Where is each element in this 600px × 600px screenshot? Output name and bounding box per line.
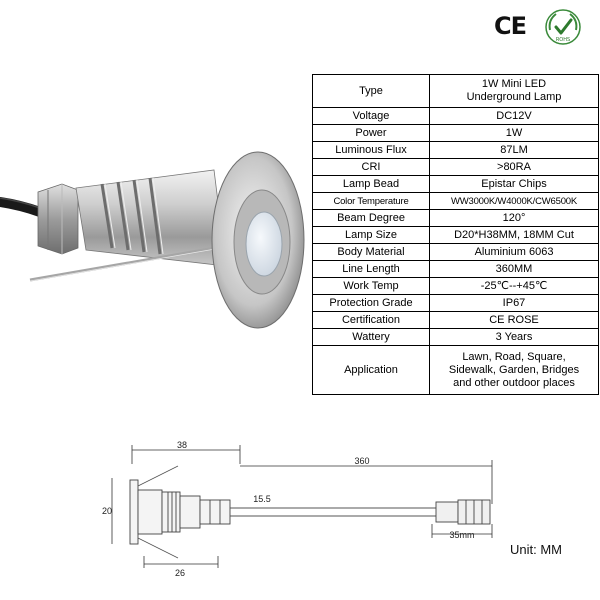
label-35mm: 35mm [449, 530, 474, 540]
spec-row: Work Temp -25℃--+45℃ [312, 277, 599, 295]
spec-value: 1W [429, 124, 599, 142]
spec-key: Wattery [312, 328, 430, 346]
ce-mark-icon: CE [494, 12, 527, 40]
label-360: 360 [354, 456, 369, 466]
cable [0, 197, 45, 217]
connector-drawing [435, 499, 491, 525]
spec-key: Color Temperature [312, 192, 430, 210]
label-26: 26 [175, 568, 185, 578]
spec-key: Voltage [312, 107, 430, 125]
spec-row: Certification CE ROSE [312, 311, 599, 329]
spec-value-line: Underground Lamp [466, 91, 562, 103]
dimension-drawing: 38 360 20 15.5 26 35mm [102, 440, 493, 578]
spec-value: IP67 [429, 294, 599, 312]
spec-value: Aluminium 6063 [429, 243, 599, 261]
spec-row: Luminous Flux 87LM [312, 141, 599, 159]
spec-value: DC12V [429, 107, 599, 125]
spec-row: CRI >80RA [312, 158, 599, 176]
lamp-product-photo [0, 151, 305, 329]
spec-row: Lamp Bead Epistar Chips [312, 175, 599, 193]
unit-label: Unit: MM [510, 542, 562, 557]
spec-value-line: IP67 [502, 296, 526, 309]
cable-drawing [230, 507, 436, 517]
cable-gland-nut [37, 183, 79, 255]
spec-key: Body Material [312, 243, 430, 261]
certification-logos: CE ROHS [492, 8, 592, 48]
spec-value: CE ROSE [429, 311, 599, 329]
spec-value-line: Aluminium 6063 [474, 245, 554, 258]
spec-value: WW3000K/W4000K/CW6500K [429, 192, 599, 210]
spec-row: Lamp Size D20*H38MM, 18MM Cut [312, 226, 599, 244]
spec-value: Lawn, Road, Square,Sidewalk, Garden, Bri… [429, 345, 599, 395]
spec-value-line: 120° [502, 211, 526, 224]
label-15-5: 15.5 [253, 494, 271, 504]
spec-value-line: Sidewalk, Garden, Bridges [448, 363, 580, 376]
spec-value-line: Epistar Chips [481, 177, 547, 190]
svg-text:ROHS: ROHS [556, 37, 570, 43]
spec-value-line: 3 Years [495, 330, 533, 343]
body-grooves [100, 177, 162, 255]
spec-row: Wattery 3 Years [312, 328, 599, 346]
spec-key: Power [312, 124, 430, 142]
spec-value: 87LM [429, 141, 599, 159]
spec-value-line: WW3000K/W4000K/CW6500K [450, 195, 578, 207]
spec-row: Beam Degree 120° [312, 209, 599, 227]
spec-row: Protection Grade IP67 [312, 294, 599, 312]
spec-value: 120° [429, 209, 599, 227]
spec-key: Line Length [312, 260, 430, 278]
spec-row: Voltage DC12V [312, 107, 599, 125]
spec-key: Beam Degree [312, 209, 430, 227]
spec-value-line: >80RA [497, 160, 531, 173]
spec-value-line: -25℃--+45℃ [480, 279, 548, 292]
spec-key: CRI [312, 158, 430, 176]
spec-key: Protection Grade [312, 294, 430, 312]
lamp-side-drawing [129, 479, 231, 545]
spec-value-line: 360MM [495, 262, 533, 275]
lamp-lens [245, 211, 283, 277]
spec-value-line: DC12V [496, 109, 532, 122]
spec-value: -25℃--+45℃ [429, 277, 599, 295]
spec-value-line: 1W [505, 126, 523, 139]
spec-key: Lamp Bead [312, 175, 430, 193]
spec-key: Type [312, 74, 430, 108]
spec-row: Power 1W [312, 124, 599, 142]
spec-value-line: CE ROSE [489, 313, 539, 326]
spec-value-line: D20*H38MM, 18MM Cut [454, 228, 574, 241]
spec-key: Certification [312, 311, 430, 329]
spec-key: Luminous Flux [312, 141, 430, 159]
spec-value: D20*H38MM, 18MM Cut [429, 226, 599, 244]
spec-value-line: Lawn, Road, Square, [462, 350, 566, 363]
spec-key: Lamp Size [312, 226, 430, 244]
spec-value: 3 Years [429, 328, 599, 346]
rohs-mark-icon: ROHS [545, 9, 581, 45]
spec-value-line: and other outdoor places [453, 376, 575, 389]
spec-value-line: 1W Mini LED [481, 78, 547, 90]
spec-key: Work Temp [312, 277, 430, 295]
spec-value: 360MM [429, 260, 599, 278]
spec-row: Line Length 360MM [312, 260, 599, 278]
label-20: 20 [102, 506, 112, 516]
spec-row: Color Temperature WW3000K/W4000K/CW6500K [312, 192, 599, 210]
spec-key: Application [312, 345, 430, 395]
label-38: 38 [177, 440, 187, 450]
spec-value-line: 87LM [500, 143, 528, 156]
spec-value: Epistar Chips [429, 175, 599, 193]
clip-drawing [137, 465, 179, 559]
spec-value: >80RA [429, 158, 599, 176]
spec-row: Body Material Aluminium 6063 [312, 243, 599, 261]
